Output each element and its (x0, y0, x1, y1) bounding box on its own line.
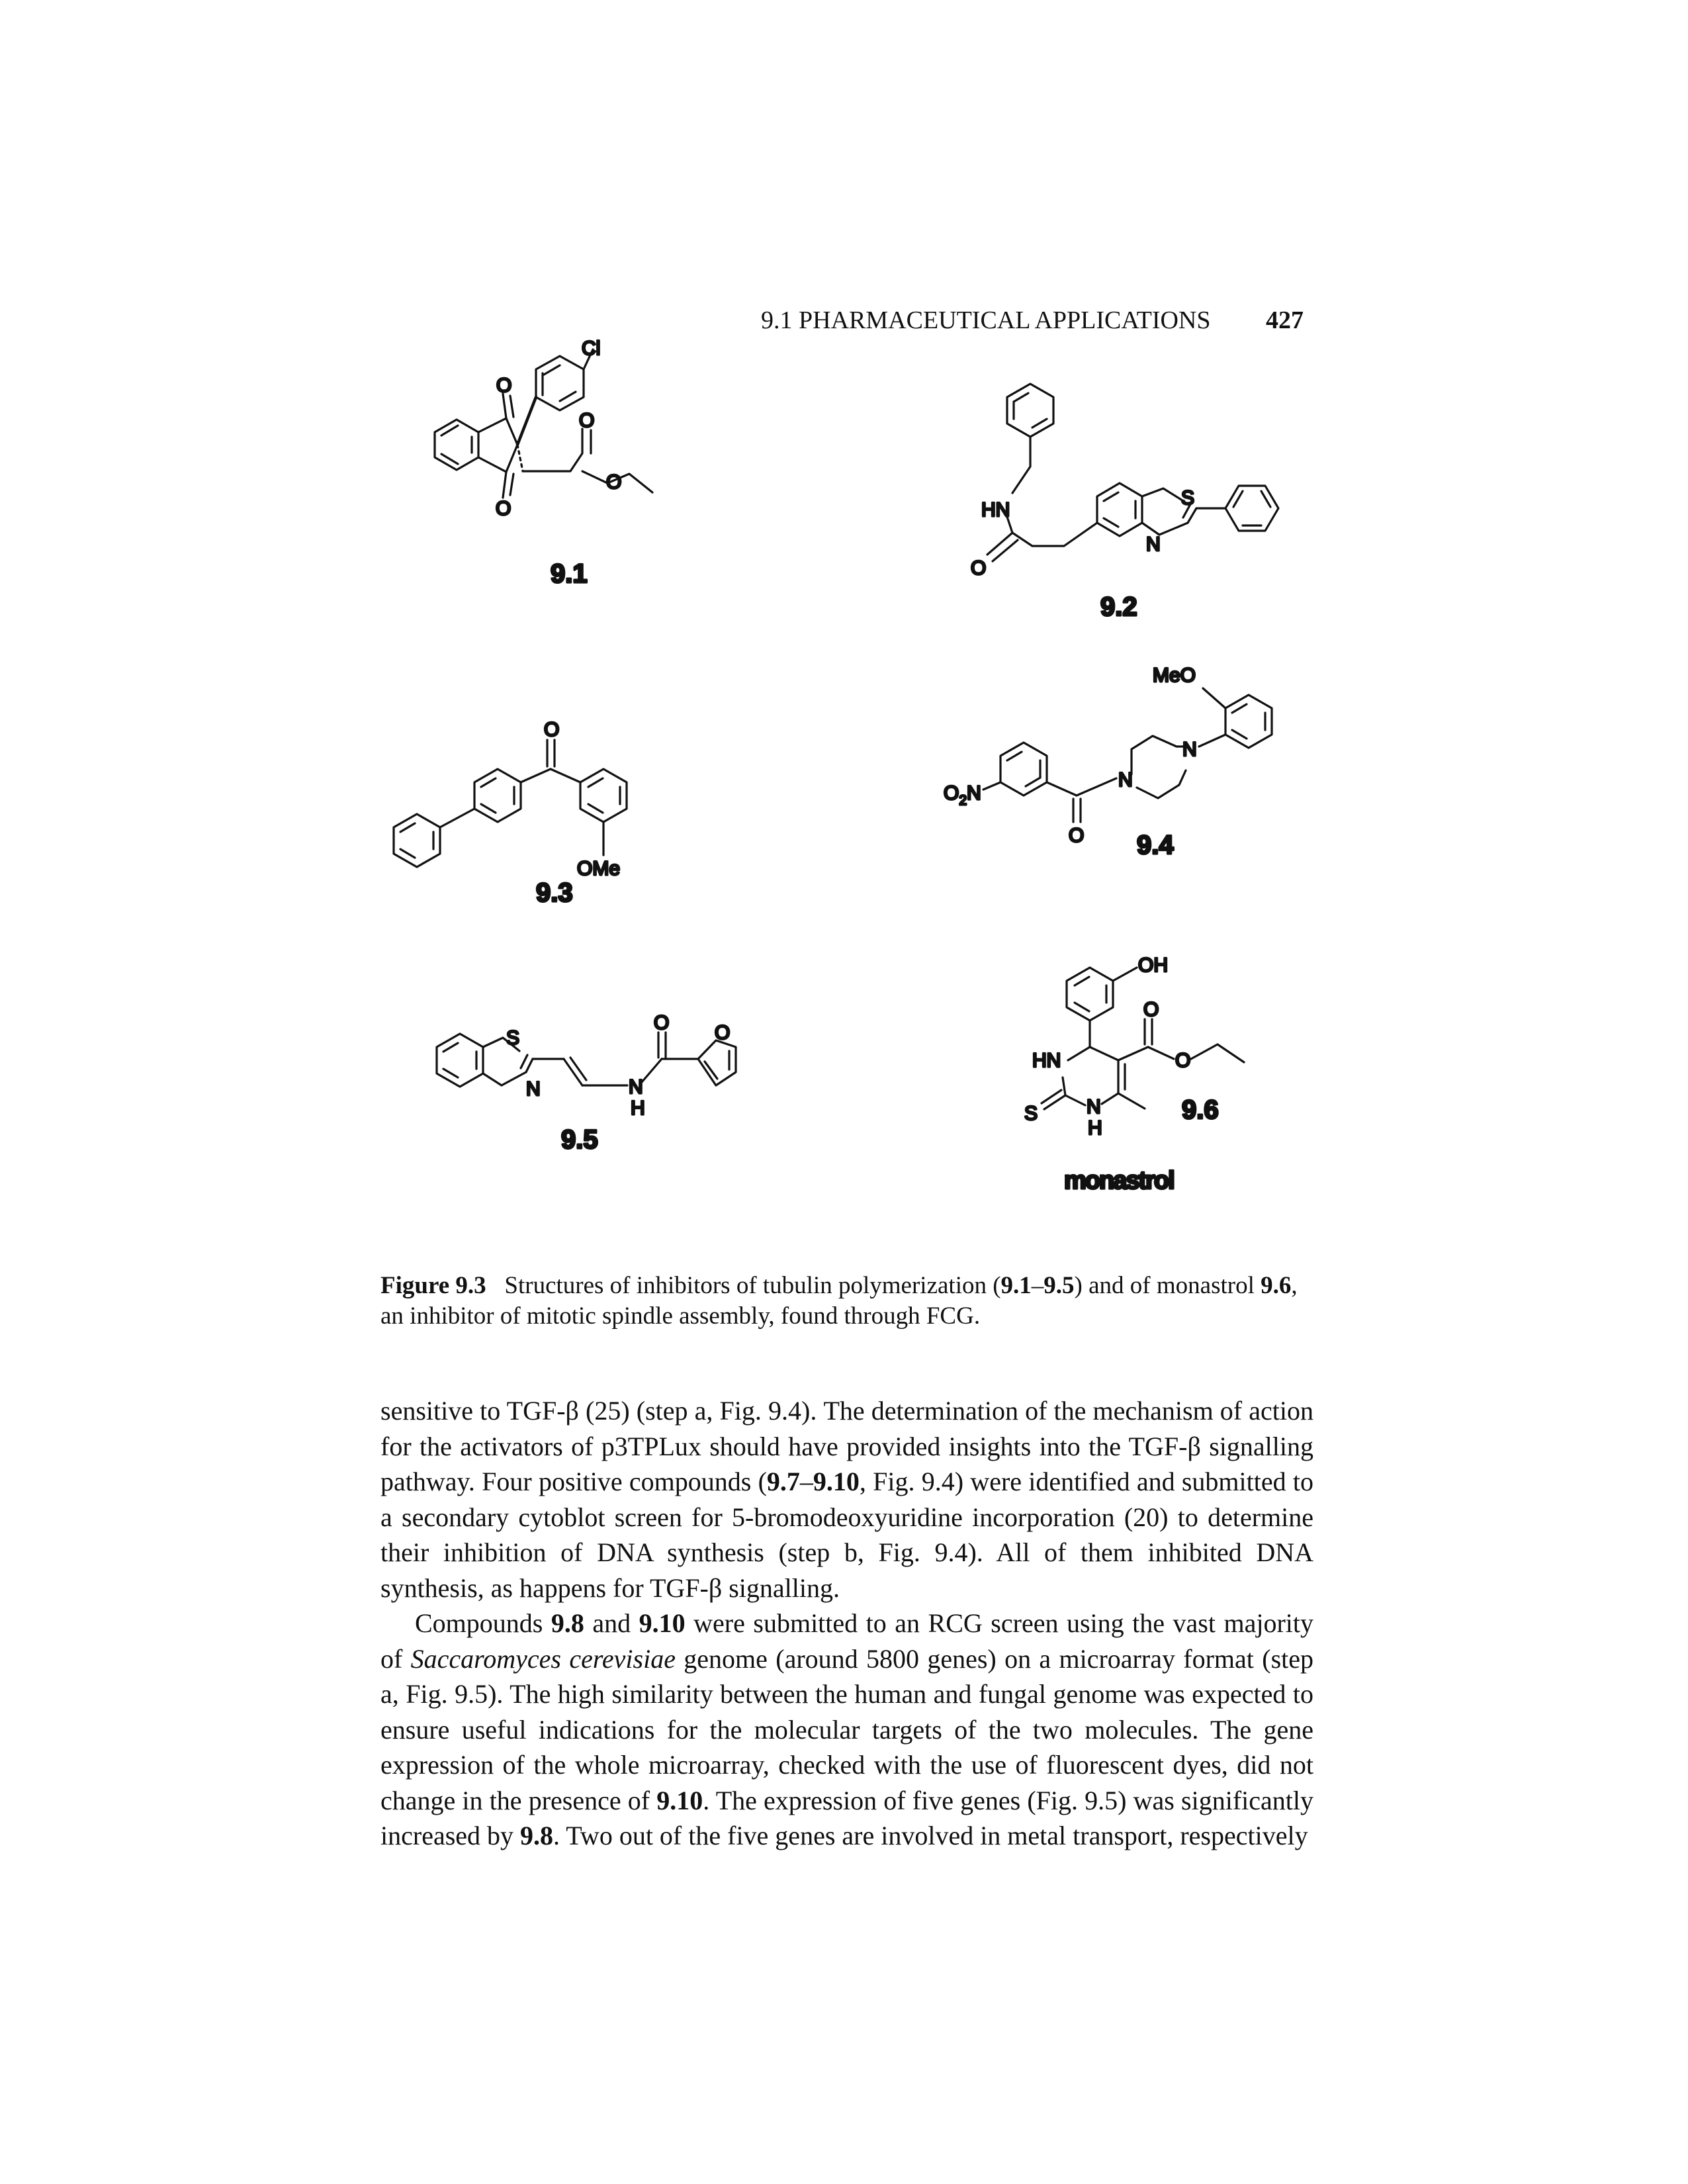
compound-ref: 9.10 (656, 1785, 703, 1815)
atom-o: O (579, 410, 594, 432)
atom-n: N (1182, 739, 1197, 760)
atom-o: O (1143, 999, 1159, 1021)
compound-label-9-1: 9.1 (551, 559, 588, 588)
compound-label-9-5: 9.5 (561, 1125, 598, 1154)
figure-label: Figure 9.3 (380, 1272, 486, 1299)
text-run: sensitive to TGF-β (25) (step a, Fig. 9.… (380, 1396, 1313, 1496)
atom-o2n-o: O (944, 782, 959, 804)
text-run: and (584, 1608, 639, 1638)
caption-bold: 9.6 (1261, 1272, 1292, 1299)
structure-9-1 (433, 348, 654, 499)
atom-o: O (496, 375, 511, 396)
compound-label-9-4: 9.4 (1137, 831, 1174, 860)
atom-h: H (1088, 1117, 1102, 1139)
atom-s: S (1181, 487, 1194, 509)
compound-ref: 9.7 (766, 1467, 800, 1496)
compound-name-monastrol: monastrol (1064, 1167, 1174, 1195)
atom-h: H (631, 1097, 645, 1119)
atom-o: O (606, 471, 621, 493)
atom-cl: Cl (582, 338, 600, 359)
atom-s: S (1024, 1103, 1038, 1124)
paragraph-2: Compounds 9.8 and 9.10 were submitted to… (380, 1606, 1313, 1854)
text-run: – (799, 1467, 813, 1496)
atom-n: N (1087, 1096, 1101, 1118)
text-run: . Two out of the five genes are involved… (553, 1821, 1308, 1850)
structure-9-5 (435, 1031, 737, 1088)
atom-o: O (1175, 1050, 1190, 1071)
text-run: , Fig. 9.4) were identified and submitte… (380, 1467, 1313, 1603)
figure-caption: Figure 9.3 Structures of inhibitors of t… (380, 1271, 1313, 1332)
atom-n: N (526, 1078, 541, 1100)
caption-text: , an inhibitor of mitotic spindle assemb… (380, 1272, 1298, 1330)
text-run: were submitted to an RCG screen using th… (380, 1608, 1313, 1674)
atom-o: O (496, 498, 511, 520)
page-number: 427 (1266, 306, 1304, 334)
atom-o2n-sub: 2 (959, 793, 967, 808)
compound-ref: 9.8 (520, 1821, 554, 1850)
compound-ref: 9.10 (813, 1467, 860, 1496)
atom-n: N (1118, 769, 1133, 791)
structure-9-2 (986, 383, 1280, 563)
compound-label-9-3: 9.3 (536, 878, 573, 907)
text-run: genome (around 5800 genes) on a microarr… (380, 1643, 1313, 1815)
atom-s: S (506, 1027, 519, 1049)
atom-meo: MeO (1153, 664, 1196, 686)
caption-text: Structures of inhibitors of tubulin poly… (504, 1272, 1001, 1299)
caption-text: ) and of monastrol (1074, 1272, 1261, 1299)
paragraph-1: sensitive to TGF-β (25) (step a, Fig. 9.… (380, 1393, 1313, 1606)
atom-n: N (629, 1076, 643, 1098)
structure-9-4 (982, 687, 1273, 823)
compound-label-9-6: 9.6 (1182, 1095, 1219, 1124)
atom-ome: OMe (577, 858, 620, 880)
compound-ref: 9.8 (551, 1608, 584, 1638)
section-title: 9.1 PHARMACEUTICAL APPLICATIONS (761, 306, 1211, 334)
atom-o: O (715, 1022, 730, 1044)
caption-text: – (1031, 1272, 1044, 1299)
running-head: 9.1 PHARMACEUTICAL APPLICATIONS 427 (761, 306, 1304, 339)
body-text: sensitive to TGF-β (25) (step a, Fig. 9.… (380, 1393, 1313, 1854)
atom-o: O (1069, 825, 1084, 846)
atom-oh: OH (1138, 954, 1168, 976)
structure-9-6 (1040, 966, 1245, 1111)
atom-o: O (971, 557, 986, 579)
atom-o2n: O2N (944, 782, 981, 808)
atom-hn: HN (981, 499, 1010, 521)
atom-o: O (654, 1012, 669, 1034)
atom-o2n-n: N (967, 782, 981, 804)
atom-o: O (544, 719, 559, 741)
text-run: Compounds (415, 1608, 551, 1638)
compound-label-9-2: 9.2 (1100, 592, 1137, 621)
caption-bold: 9.5 (1044, 1272, 1075, 1299)
species-name: Saccaromyces cerevisiae (410, 1643, 676, 1674)
figure-structures: Cl O O O O 9.1 (392, 336, 1280, 1196)
caption-bold: 9.1 (1000, 1272, 1032, 1299)
compound-ref: 9.10 (639, 1608, 686, 1638)
atom-hn: HN (1032, 1050, 1061, 1071)
text-run: . The expression of five genes (Fig. 9.5… (380, 1785, 1313, 1851)
structure-9-3 (392, 739, 628, 868)
atom-n: N (1146, 533, 1161, 555)
